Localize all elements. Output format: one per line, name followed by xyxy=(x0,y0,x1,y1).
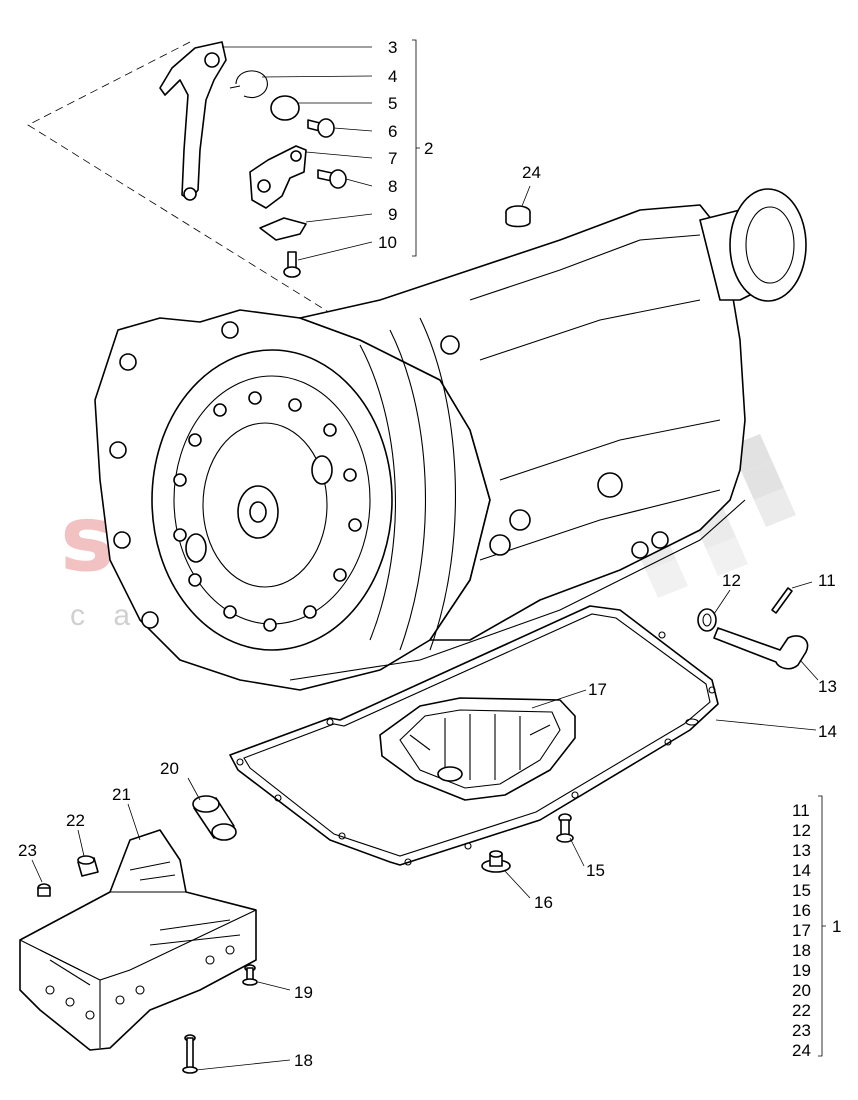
callout-labels: 3 4 5 6 7 8 9 10 2 24 11 12 13 14 17 20 … xyxy=(18,38,841,1070)
kit-item: 11 xyxy=(792,801,810,820)
kit-item: 24 xyxy=(792,1041,811,1060)
callout-5: 5 xyxy=(388,94,397,113)
callout-16: 16 xyxy=(534,893,553,912)
pin xyxy=(771,587,793,614)
valve-body xyxy=(19,829,257,1051)
kit-item: 16 xyxy=(792,901,811,920)
callout-1: 1 xyxy=(832,917,841,936)
retaining-clip xyxy=(229,70,268,98)
converter-holes xyxy=(173,391,362,632)
assembly-dashed-line xyxy=(27,41,471,401)
transmission-housing xyxy=(94,188,807,691)
seal-ring xyxy=(697,608,717,632)
kit-item: 17 xyxy=(792,921,811,940)
callout-23: 23 xyxy=(18,841,37,860)
bolt-18 xyxy=(182,1034,198,1074)
callout-15: 15 xyxy=(586,861,605,880)
vent-plug xyxy=(505,205,531,228)
nut-22 xyxy=(77,855,99,877)
kit-list: 11 12 13 14 15 16 17 18 19 20 22 23 24 xyxy=(792,801,811,1060)
callout-6: 6 xyxy=(388,122,397,141)
kit-item: 15 xyxy=(792,881,811,900)
callout-2: 2 xyxy=(424,139,433,158)
kit-item: 13 xyxy=(792,841,811,860)
kit-item: 19 xyxy=(792,961,811,980)
washer xyxy=(270,95,300,121)
callout-11: 11 xyxy=(818,571,836,590)
nut-23 xyxy=(37,883,51,897)
callout-13: 13 xyxy=(818,677,837,696)
selector-lever xyxy=(159,41,227,201)
kit-item: 12 xyxy=(792,821,811,840)
callout-7: 7 xyxy=(388,149,397,168)
bolt-15 xyxy=(556,813,574,843)
callout-18: 18 xyxy=(294,1051,313,1070)
callout-17: 17 xyxy=(588,680,607,699)
leader-lines xyxy=(31,39,826,1071)
callout-22: 22 xyxy=(66,811,85,830)
bolt-19 xyxy=(242,964,258,986)
callout-20: 20 xyxy=(160,759,179,778)
oil-filter xyxy=(379,697,576,801)
bolt-6 xyxy=(307,118,335,138)
callout-9: 9 xyxy=(388,205,397,224)
bracket xyxy=(249,145,307,209)
callout-21: 21 xyxy=(112,785,131,804)
callout-12: 12 xyxy=(722,571,741,590)
bolt-8 xyxy=(317,169,347,189)
bolt-10 xyxy=(283,251,301,278)
kit-item: 18 xyxy=(792,941,811,960)
connector-sleeve xyxy=(192,795,237,841)
oil-tube xyxy=(713,627,809,670)
drain-plug xyxy=(481,850,511,873)
kit-item: 22 xyxy=(792,1001,811,1020)
callout-14: 14 xyxy=(818,722,837,741)
callout-4: 4 xyxy=(388,67,397,86)
detent-spring xyxy=(259,217,307,241)
kit-item: 23 xyxy=(792,1021,811,1040)
callout-10: 10 xyxy=(378,233,397,252)
callout-3: 3 xyxy=(388,38,397,57)
callout-24: 24 xyxy=(522,163,541,182)
kit-item: 14 xyxy=(792,861,811,880)
kit-item: 20 xyxy=(792,981,811,1000)
callout-19: 19 xyxy=(294,983,313,1002)
callout-8: 8 xyxy=(388,177,397,196)
